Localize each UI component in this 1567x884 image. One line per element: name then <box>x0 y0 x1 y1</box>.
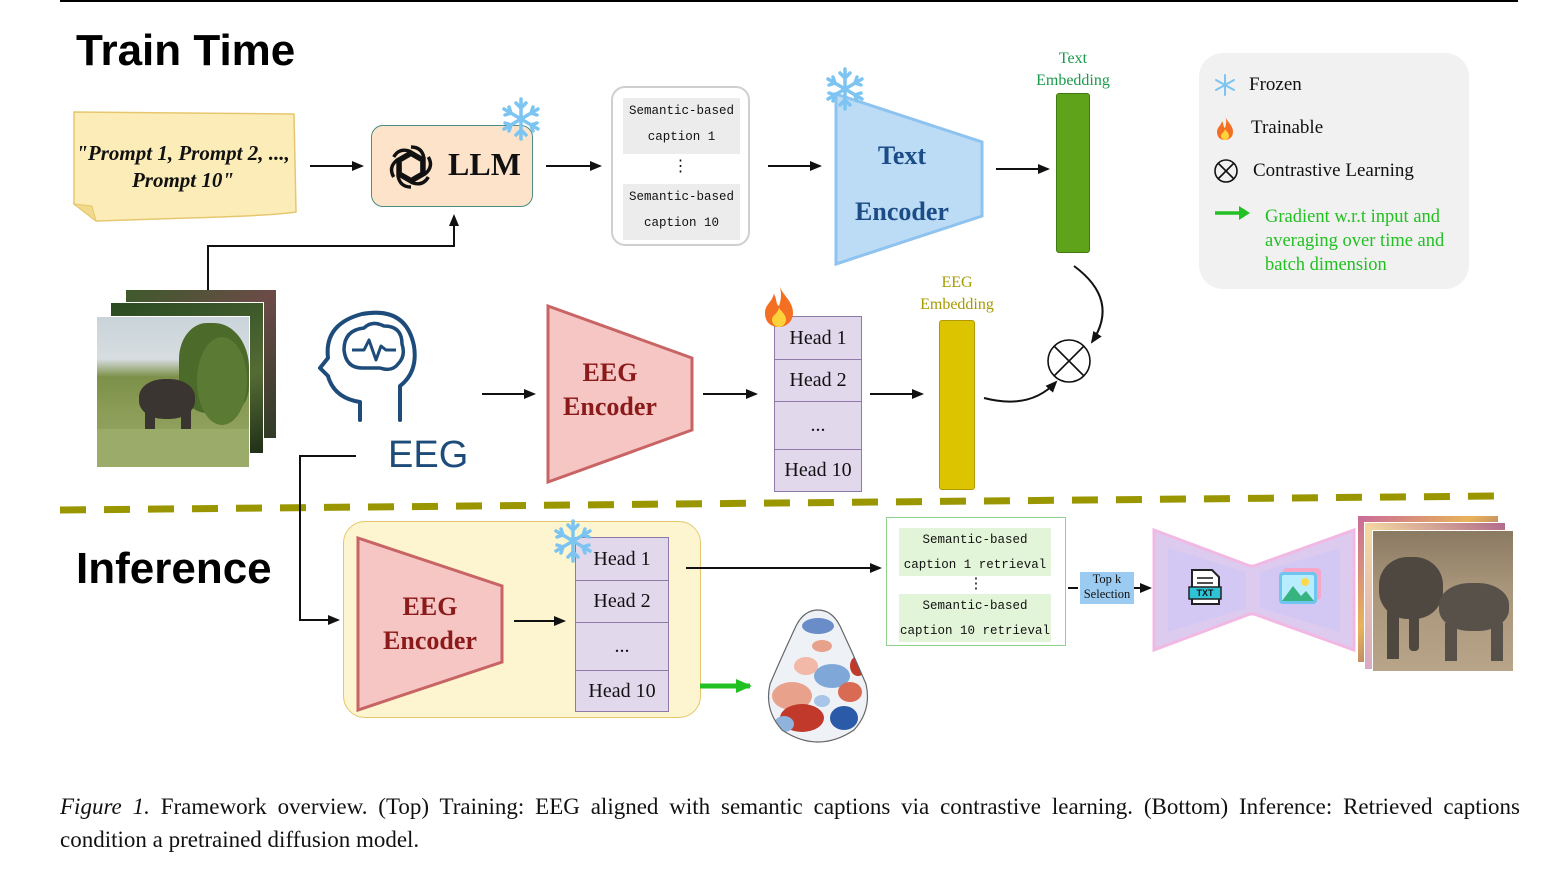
topk-label-2: Selection <box>1083 587 1131 601</box>
brain-head-icon <box>318 310 417 422</box>
figure-caption-text: Framework overview. (Top) Training: EEG … <box>60 794 1520 852</box>
arrow-eegemb-contrastive <box>983 380 1058 403</box>
caption-1-line-2: caption 1 <box>647 130 716 144</box>
figure-label: Figure 1. <box>60 794 150 819</box>
snowflake-icon <box>498 96 544 142</box>
head-10: Head 10 <box>775 449 861 491</box>
top-rule <box>60 0 1518 2</box>
openai-logo-icon <box>389 145 433 189</box>
legend-trainable: Trainable <box>1251 117 1324 138</box>
llm-box: LLM <box>371 125 533 207</box>
green-arrow-icon <box>1215 206 1250 220</box>
topk-selection: Top k Selection <box>1080 572 1134 604</box>
text-embedding-bar <box>1056 93 1090 253</box>
otimes-icon <box>1047 339 1091 383</box>
legend-panel: Frozen Trainable Contrastive Learning Gr… <box>1199 53 1469 289</box>
retrieval-10-line-1: Semantic-based <box>922 599 1028 613</box>
prompt-line-2: Prompt 10" <box>131 168 235 192</box>
generated-images-stack <box>1356 516 1516 672</box>
llm-label: LLM <box>448 146 521 182</box>
captions-ellipsis: ⋮ <box>672 158 689 175</box>
eeg-embedding-bar <box>939 320 975 490</box>
legend-gradient-2: averaging over time and <box>1265 231 1445 251</box>
snowflake-icon <box>1215 74 1235 96</box>
training-images-stack <box>96 288 280 468</box>
eeg-encoder-train <box>546 303 694 485</box>
head-2: Head 2 <box>576 580 668 622</box>
head-2: Head 2 <box>775 359 861 401</box>
prompt-note-shape <box>72 111 297 223</box>
eeg-encoder-inference <box>356 535 504 713</box>
head-ellipsis: ... <box>576 622 668 670</box>
captions-box: Semantic-based caption 1 ⋮ Semantic-base… <box>611 86 750 246</box>
text-encoder-label-1: Text <box>877 141 927 170</box>
eeg-encoder-train-label-2: Encoder <box>563 392 657 421</box>
text-embedding-label-2: Embedding <box>1036 72 1110 89</box>
arrow-textemb-contrastive <box>1073 265 1104 344</box>
caption-10-line-2: caption 10 <box>643 216 719 230</box>
train-time-title: Train Time <box>76 26 296 75</box>
section-divider <box>60 492 1497 514</box>
eeg-encoder-train-label-1: EEG <box>582 358 638 387</box>
head-1: Head 1 <box>593 547 651 570</box>
legend-gradient-1: Gradient w.r.t input and <box>1265 207 1441 227</box>
document-txt-icon: TXT <box>1188 568 1222 606</box>
head-ellipsis: ... <box>775 401 861 449</box>
legend-contrastive: Contrastive Learning <box>1253 160 1414 181</box>
heads-inference: Head 1 Head 2 ... Head 10 <box>575 537 669 712</box>
prompt-line-1: "Prompt 1, Prompt 2, ..., <box>76 141 290 165</box>
head-10: Head 10 <box>576 670 668 711</box>
eeg-encoder-inference-label-2: Encoder <box>383 626 477 655</box>
text-embedding-label-1: Text <box>1058 50 1088 67</box>
text-encoder <box>834 91 984 267</box>
eeg-embedding-label-2: Embedding <box>920 296 994 313</box>
snowflake-icon <box>550 518 596 564</box>
fire-icon <box>765 285 793 327</box>
text-encoder-label-2: Encoder <box>855 197 949 226</box>
eeg-label: EEG <box>388 434 469 476</box>
snowflake-icon <box>822 66 868 112</box>
retrieval-1-line-1: Semantic-based <box>922 533 1028 547</box>
inference-title: Inference <box>76 544 272 593</box>
head-1: Head 1 <box>789 326 847 349</box>
retrieval-ellipsis: ⋮ <box>968 576 984 592</box>
txt-label: TXT <box>1196 588 1214 598</box>
otimes-icon <box>1214 159 1238 183</box>
eeg-encoder-inference-label-1: EEG <box>402 592 458 621</box>
elephant-photo <box>96 316 250 468</box>
retrieval-1-line-2: caption 1 retrieval <box>903 558 1047 572</box>
fire-icon <box>1217 116 1233 140</box>
legend-gradient-3: batch dimension <box>1265 255 1387 275</box>
picture-icon <box>1279 568 1321 604</box>
retrieval-box: Semantic-based caption 1 retrieval ⋮ Sem… <box>886 517 1066 646</box>
topk-label-1: Top k <box>1092 572 1122 586</box>
retrieval-10-line-2: caption 10 retrieval <box>899 624 1051 638</box>
eeg-embedding-label-1: EEG <box>941 274 973 291</box>
caption-1-line-1: Semantic-based <box>628 104 735 118</box>
heads-train: Head 1 Head 2 ... Head 10 <box>774 316 862 492</box>
saliency-topomap <box>767 609 869 743</box>
prompt-note: "Prompt 1, Prompt 2, ..., Prompt 10" <box>68 108 298 224</box>
arrow-images-llm <box>207 214 459 290</box>
caption-10-line-1: Semantic-based <box>628 190 735 204</box>
diffusion-model <box>1152 527 1356 653</box>
legend-frozen: Frozen <box>1249 74 1302 95</box>
elephants-photo <box>1372 530 1514 672</box>
figure-caption: Figure 1. Framework overview. (Top) Trai… <box>60 790 1520 856</box>
